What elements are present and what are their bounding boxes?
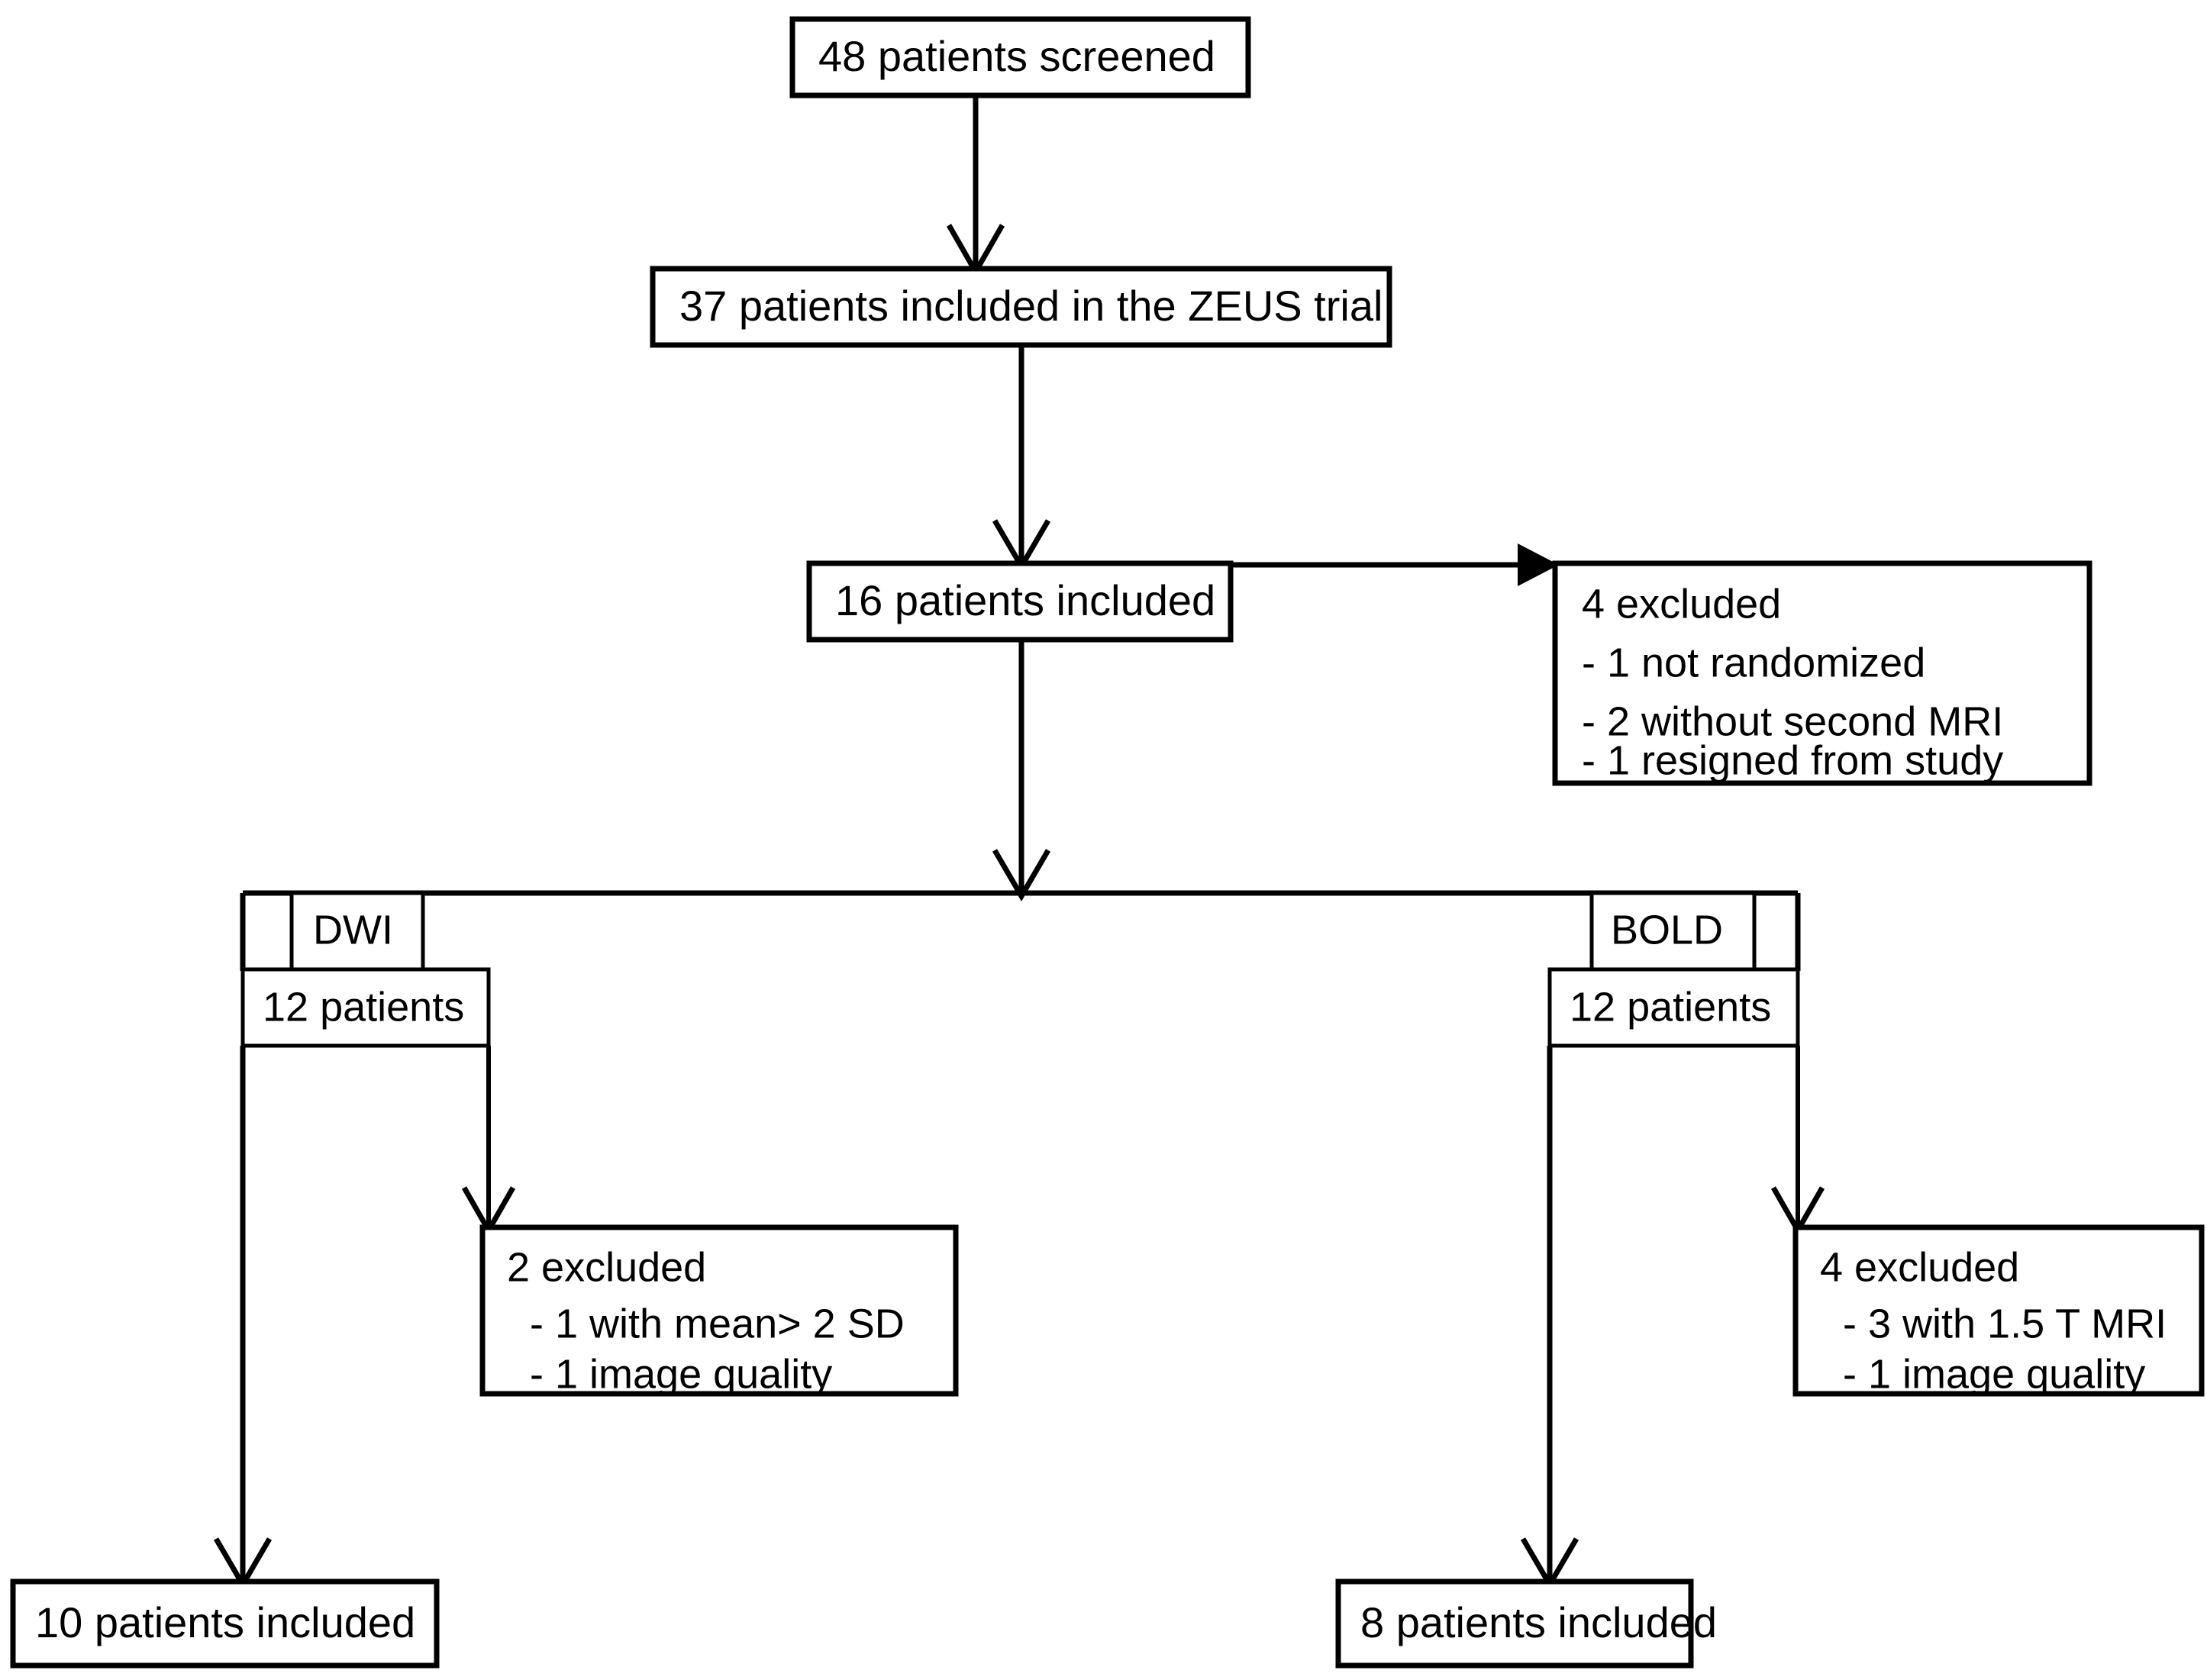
- node-bold-patients-label: 12 patients: [1570, 984, 1771, 1030]
- node-included-16: 16 patients included: [806, 560, 1234, 643]
- node-bold-final: 8 patients included: [1335, 1578, 1717, 1669]
- node-excluded-main-line-3: - 1 resigned from study: [1582, 737, 2003, 783]
- node-excluded-main-line-0: 4 excluded: [1582, 581, 1781, 627]
- node-bold-label: BOLD: [1589, 891, 1757, 972]
- node-bold-label-text: BOLD: [1611, 907, 1723, 953]
- node-dwi-final-label: 10 patients included: [35, 1598, 415, 1646]
- node-bold-excluded-line-2: - 1 image quality: [1820, 1351, 2145, 1397]
- node-bold-final-label: 8 patients included: [1360, 1598, 1717, 1646]
- node-bold-excluded-line-0: 4 excluded: [1820, 1244, 2019, 1290]
- edge-dwi-to-excluded: [461, 1046, 516, 1237]
- node-dwi-excluded-line-0: 2 excluded: [507, 1244, 706, 1290]
- node-bold-excluded: 4 excluded - 3 with 1.5 T MRI - 1 image …: [1792, 1224, 2205, 1397]
- edge-zeus-to-included16: [992, 345, 1051, 572]
- node-excluded-main-line-2: - 2 without second MRI: [1582, 698, 2003, 744]
- node-dwi-final: 10 patients included: [10, 1578, 440, 1669]
- node-dwi-label: DWI: [289, 891, 425, 972]
- node-dwi-excluded-line-2: - 1 image quality: [507, 1351, 832, 1397]
- node-bold-excluded-line-1: - 3 with 1.5 T MRI: [1820, 1301, 2167, 1346]
- node-included-16-label: 16 patients included: [835, 576, 1215, 624]
- node-excluded-main-line-1: - 1 not randomized: [1582, 640, 1925, 685]
- node-zeus-trial-label: 37 patients included in the ZEUS trial: [679, 282, 1383, 330]
- node-dwi-patients-label: 12 patients: [263, 984, 464, 1030]
- node-bold-patients: 12 patients: [1547, 967, 1800, 1048]
- edge-included16-to-excluded: [1231, 543, 1559, 586]
- node-screened: 48 patients screened: [789, 16, 1251, 98]
- node-dwi-patients: 12 patients: [240, 967, 491, 1048]
- edge-bold-to-final: [1520, 1046, 1579, 1590]
- edge-bold-to-excluded: [1770, 1046, 1825, 1237]
- node-dwi-excluded: 2 excluded - 1 with mean> 2 SD - 1 image…: [479, 1224, 959, 1397]
- node-dwi-excluded-line-1: - 1 with mean> 2 SD: [507, 1301, 905, 1346]
- edge-included16-to-branch-split: [240, 640, 1801, 971]
- edge-screened-to-zeus: [946, 95, 1005, 278]
- edge-dwi-to-final: [213, 1046, 273, 1590]
- node-dwi-label-text: DWI: [313, 907, 393, 953]
- node-excluded-main: 4 excluded - 1 not randomized - 2 withou…: [1552, 560, 2092, 786]
- node-zeus-trial: 37 patients included in the ZEUS trial: [650, 266, 1392, 348]
- node-screened-label: 48 patients screened: [818, 32, 1215, 80]
